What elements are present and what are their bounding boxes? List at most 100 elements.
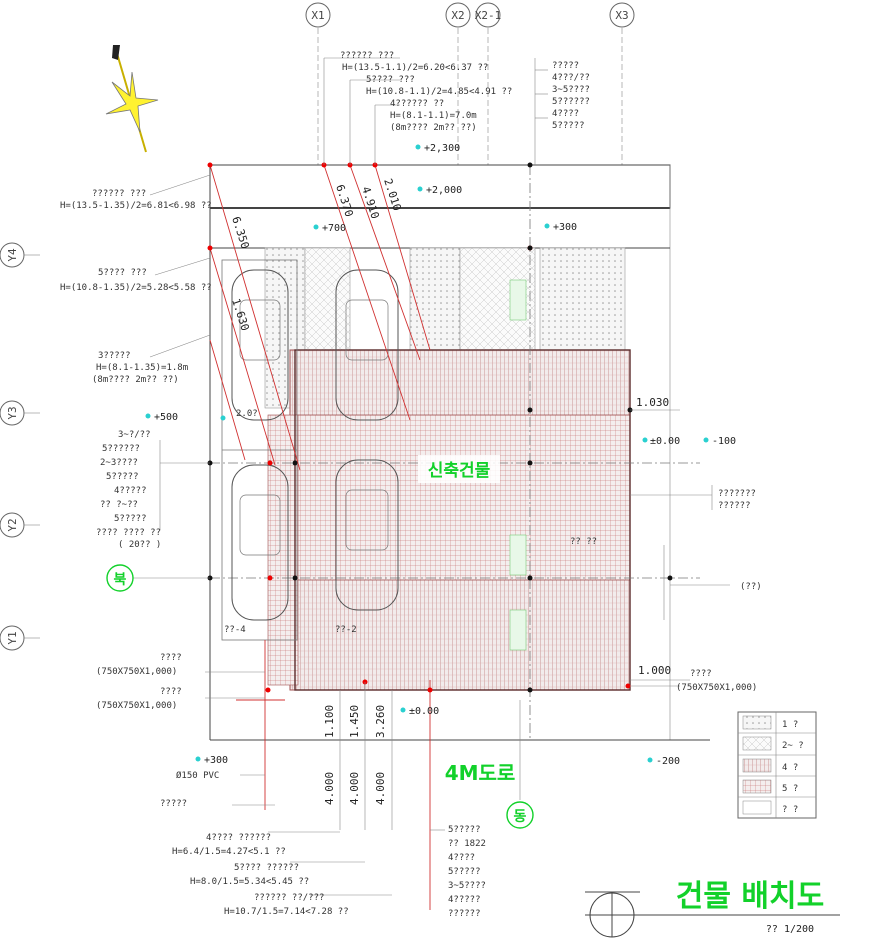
dim-bottom-0: 1.100 (323, 705, 336, 738)
level-markers (145, 144, 709, 763)
note-l1-0: ?????? ??? (92, 189, 146, 199)
dim-bottom-1: 1.450 (348, 705, 361, 738)
note-ll-7: ???? ???? ?? (96, 528, 161, 538)
legend-row-4: ? ? (782, 805, 798, 815)
drawing-title: 건물 배치도 (676, 879, 824, 914)
note-bl2-0: ???? (160, 687, 182, 697)
note-r1-0: ??????? (718, 489, 756, 499)
note-bl1-1: (750X750X1,000) (96, 667, 177, 677)
note-bc-5: 4????? (448, 895, 481, 905)
note-ll-1: 5?????? (102, 444, 140, 454)
dim-bottom2-2: 4.000 (374, 772, 387, 805)
note-top-5: H=(8.1-1.1)=7.0m (390, 111, 477, 121)
note-br-0: ???? (690, 669, 712, 679)
dim-bottom2-1: 4.000 (348, 772, 361, 805)
note-l2-0: 5???? ??? (98, 268, 147, 278)
level-top: +2,300 (424, 143, 460, 154)
note-tr-2: 3~5???? (552, 85, 590, 95)
left-note-3: 3????? H=(8.1-1.35)=1.8m (8m???? 2m?? ??… (92, 334, 211, 385)
level-bottom-zero: ±0.00 (409, 706, 439, 717)
note-ll-4: 4????? (114, 486, 147, 496)
note-r2: (??) (740, 582, 762, 592)
misc-label-d: ?? ?? (570, 537, 597, 547)
south-marker: 동 (506, 700, 534, 829)
note-r1-1: ?????? (718, 501, 751, 511)
left-list-note: 3~?/?? 5?????? 2~3???? 5????? 4????? ?? … (96, 430, 210, 550)
note-top-6: (8m???? 2m?? ??) (390, 123, 477, 133)
right-note-1: ??????? ?????? (630, 485, 756, 511)
new-building-outline (210, 165, 700, 740)
pipe-label: Ø150 PVC (176, 770, 219, 781)
legend-row-2: 4 ? (782, 763, 798, 773)
note-bc-3: 5????? (448, 867, 481, 877)
south-marker-text: 동 (514, 809, 527, 825)
note-top-1: H=(13.5-1.1)/2=6.20<6.37 ?? (342, 63, 488, 73)
top-notes-leaders (323, 57, 548, 165)
bottom-center-note: 5????? ?? 1822 4???? 5????? 3~5???? 4???… (430, 825, 486, 919)
note-ll-6: 5????? (114, 514, 147, 524)
level-left: +500 (154, 412, 178, 423)
note-bc-1: ?? 1822 (448, 839, 486, 849)
dim-right-top: 1.030 (636, 396, 669, 409)
note-bh-5: H=10.7/1.5=7.14<7.28 ?? (224, 907, 349, 917)
grid-label-y2: Y2 (6, 518, 19, 531)
grid-bubbles-left: Y4 Y3 Y2 Y1 (0, 242, 40, 651)
hatch-legend: 1 ? 2~ ? 4 ? 5 ? ? ? (737, 711, 817, 819)
building-label: 신축건물 (418, 455, 500, 483)
dim-bottom-2: 3.260 (374, 705, 387, 738)
parking-cars (221, 259, 399, 641)
note-tr-3: 5?????? (552, 97, 590, 107)
note-top-2: 5???? ??? (366, 75, 415, 85)
note-ll-8: ( 20?? ) (118, 540, 161, 550)
note-l2-1: H=(10.8-1.35)/2=5.28<5.58 ?? (60, 283, 212, 293)
grid-label-y4: Y4 (6, 248, 19, 262)
building-name: 신축건물 (428, 461, 491, 481)
grid-bubbles-top: X1 X2 X2-1 X3 (305, 2, 635, 165)
dim-diag-4: 1.630 (229, 297, 252, 333)
level-bottom-left: +300 (204, 755, 228, 766)
grid-label-y1: Y1 (6, 631, 19, 644)
grid-label-y3: Y3 (6, 406, 19, 419)
drawing-scale: ?? 1/200 (766, 924, 814, 935)
grid-label-x2: X2 (451, 9, 464, 22)
dim-right-bottom: 1.000 (638, 664, 671, 677)
note-bl1-0: ???? (160, 653, 182, 663)
note-tr-5: 5????? (552, 121, 585, 131)
right-dims: 1.030 1.000 (630, 396, 680, 687)
note-tr-0: ????? (552, 61, 579, 71)
note-l3-2: (8m???? 2m?? ??) (92, 375, 179, 385)
pipe-note-2: ????? (160, 799, 187, 809)
note-l3-1: H=(8.1-1.35)=1.8m (96, 363, 188, 373)
note-top-4: 4?????? ?? (390, 99, 444, 109)
dim-diag-2: 4.910 (359, 185, 382, 221)
note-tr-4: 4???? (552, 109, 579, 119)
legend-row-3: 5 ? (782, 784, 798, 794)
height-limit-lines (209, 164, 431, 910)
grid-label-x1: X1 (311, 9, 324, 22)
note-bh-0: 4???? ?????? (206, 833, 271, 843)
legend-row-0: 1 ? (782, 720, 798, 730)
legend-row-1: 2~ ? (782, 741, 804, 751)
grid-label-x3: X3 (615, 9, 628, 22)
note-ll-2: 2~3???? (100, 458, 138, 468)
note-ll-3: 5????? (106, 472, 139, 482)
note-bh-3: H=8.0/1.5=5.34<5.45 ?? (190, 877, 309, 887)
level-strip: +2,000 (426, 185, 462, 196)
note-tr-1: 4???/?? (552, 73, 590, 83)
note-l1-1: H=(13.5-1.35)/2=6.81<6.98 ?? (60, 201, 212, 211)
pipe-note: Ø150 PVC ????? (160, 770, 275, 809)
top-center-note: ?????? ??? H=(13.5-1.1)/2=6.20<6.37 ?? 5… (340, 51, 512, 133)
note-bc-0: 5????? (448, 825, 481, 835)
note-bh-4: ?????? ??/??? (254, 893, 324, 903)
level-right-minus: -100 (712, 436, 736, 447)
note-l3-0: 3????? (98, 351, 131, 361)
dim-diag-0: 6.350 (229, 215, 252, 251)
note-top-3: H=(10.8-1.1)/2=4.85<4.91 ?? (366, 87, 512, 97)
note-bc-4: 3~5???? (448, 881, 486, 891)
top-right-note: ????? 4???/?? 3~5???? 5?????? 4???? 5???… (552, 61, 590, 131)
north-arrow-icon (105, 45, 159, 153)
road-label: 4M도로 (445, 761, 516, 785)
note-bc-2: 4???? (448, 853, 475, 863)
